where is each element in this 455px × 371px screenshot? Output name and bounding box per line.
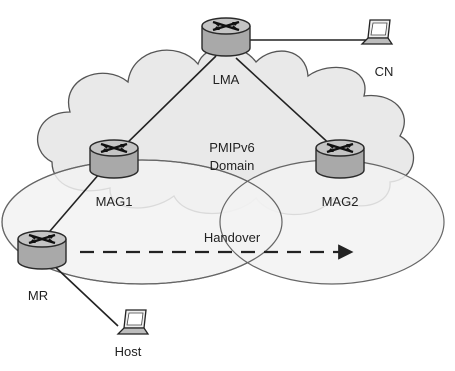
mr-router-icon (16, 229, 68, 271)
lma-label: LMA (213, 72, 240, 87)
mag2-coverage-area (219, 159, 445, 285)
cn-label: CN (375, 64, 394, 79)
mag1-label: MAG1 (96, 194, 133, 209)
domain-label-line1: PMIPv6 (209, 140, 255, 155)
handover-label: Handover (204, 230, 261, 245)
domain-label-line2: Domain (210, 158, 255, 173)
lma-router-icon (200, 16, 252, 58)
host-laptop-icon (117, 309, 149, 335)
mag1-router-icon (88, 138, 140, 180)
cn-laptop-icon (361, 19, 393, 45)
mag2-router-icon (314, 138, 366, 180)
link-lma-mag2 (235, 57, 335, 149)
link-mag1-mr (43, 165, 107, 239)
coverage-overlap-outline (1, 159, 283, 285)
mag2-label: MAG2 (322, 194, 359, 209)
link-mr-host (49, 261, 119, 327)
link-lma-mag1 (119, 55, 217, 151)
host-label: Host (115, 344, 142, 359)
mr-label: MR (28, 288, 48, 303)
